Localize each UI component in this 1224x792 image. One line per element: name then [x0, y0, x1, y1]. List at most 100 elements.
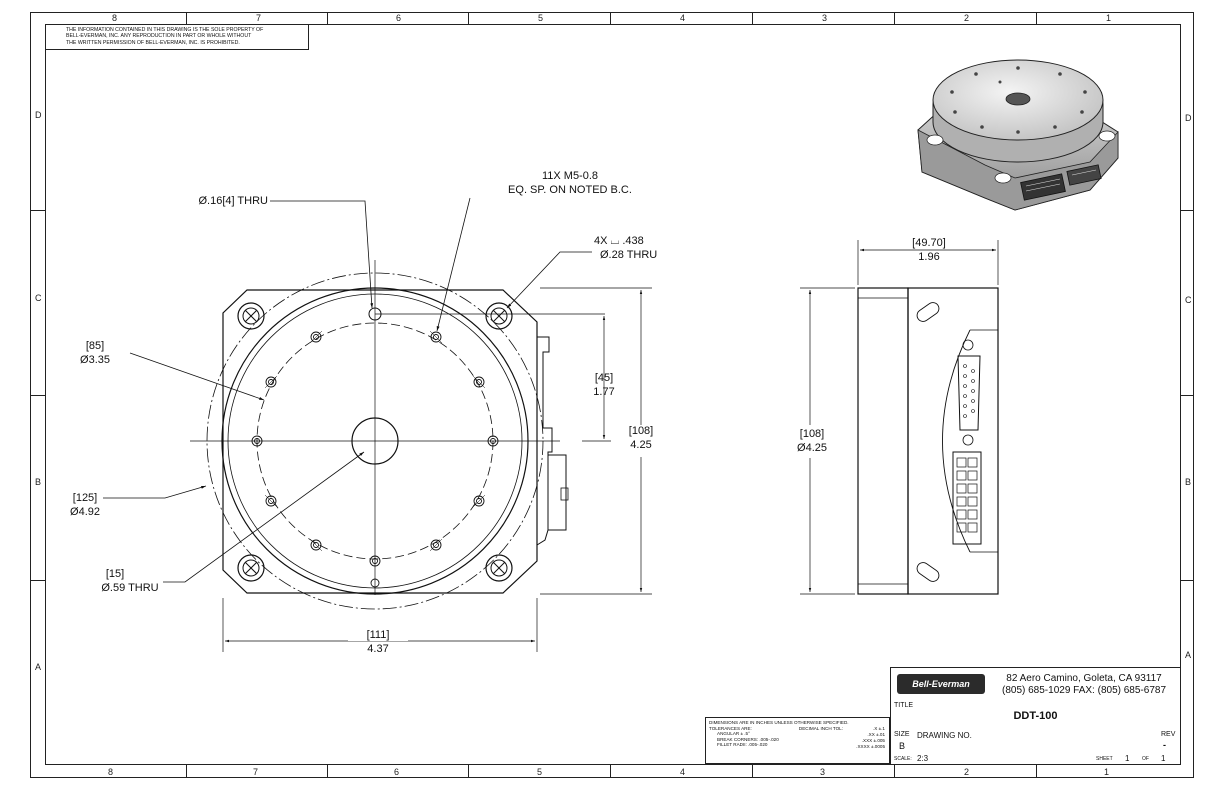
zone-tick	[186, 12, 187, 24]
drawing-number-label: DRAWING NO.	[917, 731, 972, 740]
zone-bottom-5: 5	[537, 767, 543, 777]
pin-hole-callout: Ø.16[4] THRU	[198, 195, 269, 207]
sheet-inner-border	[45, 24, 1181, 765]
tolerance-units-note: DIMENSIONS ARE IN INCHES UNLESS OTHERWIS…	[709, 720, 849, 725]
thread-callout-spacing: EQ. SP. ON NOTED B.C.	[508, 184, 632, 196]
side-view	[800, 240, 999, 595]
size-value: B	[899, 741, 906, 751]
leader-outer-diameter	[103, 485, 207, 499]
depth-metric: [49.70]	[912, 237, 946, 249]
tolerance-fillet-radii: FILLET RADII: .005-.020	[717, 742, 768, 748]
phone-line: (805) 685-1029 FAX: (805) 685-6787	[1002, 685, 1166, 696]
counterbore-thru-callout: Ø.28 THRU	[600, 249, 658, 261]
zone-top-2: 2	[964, 13, 970, 23]
zone-right-c: C	[1185, 295, 1192, 305]
company-logo: Bell-Everman	[897, 674, 985, 694]
molex-connector	[952, 451, 982, 545]
connector-tab	[560, 487, 569, 501]
width-inch: 4.37	[367, 643, 389, 655]
zone-tick	[610, 12, 611, 24]
zone-tick	[1181, 395, 1194, 396]
scale-label: SCALE:	[894, 756, 912, 762]
sheet-label: SHEET	[1096, 756, 1113, 762]
zone-tick	[894, 12, 895, 24]
zone-tick	[30, 395, 45, 396]
offset-inch: 1.77	[593, 386, 615, 398]
base-plate-outline	[222, 289, 538, 594]
side-table-body	[857, 287, 909, 595]
width-metric: [111]	[348, 629, 408, 641]
zone-bottom-7: 7	[253, 767, 259, 777]
bolt-circle-metric: [85]	[85, 340, 105, 352]
zone-tick	[327, 765, 328, 778]
offset-metric: [45]	[594, 372, 614, 384]
notice-line-3: THE WRITTEN PERMISSION OF BELL-EVERMAN, …	[66, 39, 240, 46]
of-value: 1	[1161, 754, 1166, 763]
zone-bottom-6: 6	[394, 767, 400, 777]
tolerance-block: DIMENSIONS ARE IN INCHES UNLESS OTHERWIS…	[705, 717, 890, 764]
tolerance-x: .X ±.1	[873, 726, 885, 731]
tolerance-xxx: .XXX ±.005	[861, 738, 885, 743]
zone-left-d: D	[35, 110, 42, 120]
zone-top-6: 6	[396, 13, 402, 23]
isometric-view	[917, 59, 1119, 211]
notice-line-1: THE INFORMATION CONTAINED IN THIS DRAWIN…	[66, 27, 264, 33]
zone-right-a: A	[1185, 650, 1192, 660]
zone-tick	[30, 580, 45, 581]
sheet-value: 1	[1125, 754, 1130, 763]
side-height-inch: Ø4.25	[782, 442, 842, 454]
zone-bottom-8: 8	[108, 767, 114, 777]
tolerance-xx: .XX ±.01	[867, 732, 885, 737]
zone-top-8: 8	[112, 13, 118, 23]
tolerance-decimal-header: DECIMAL INCH TOL:	[798, 726, 843, 731]
company-address: 82 Aero Camino, Goleta, CA 93117 (805) 6…	[989, 673, 1179, 697]
zone-tick	[30, 210, 45, 211]
zone-bottom-1: 1	[1104, 767, 1110, 777]
zone-tick	[1181, 210, 1194, 211]
zone-tick	[610, 765, 611, 778]
of-label: OF	[1142, 756, 1149, 762]
tolerance-header: TOLERANCES ARE:	[709, 725, 752, 731]
height-inch: 4.25	[611, 439, 671, 451]
outer-diameter-metric: [125]	[72, 492, 98, 504]
dsub-connector	[957, 355, 981, 431]
counterbore-callout: 4X ⌴ .438	[594, 235, 644, 247]
zone-top-1: 1	[1106, 13, 1112, 23]
zone-tick	[1036, 12, 1037, 24]
leader-pin-hole	[270, 200, 374, 309]
address-line: 82 Aero Camino, Goleta, CA 93117	[1006, 673, 1162, 684]
title-label: TITLE	[894, 702, 914, 709]
bolt-circle-inch: Ø3.35	[80, 354, 110, 366]
leader-counterbore	[506, 251, 592, 309]
drawing-title: DDT-100	[1013, 710, 1058, 722]
zone-tick	[186, 765, 187, 778]
zone-tick	[468, 765, 469, 778]
corner-counterbores	[237, 302, 513, 582]
tolerance-break-corners: BREAK CORNERS: .005-.020	[717, 736, 779, 742]
zone-top-7: 7	[256, 13, 262, 23]
tolerance-angular: ANGULAR ± .5°	[717, 731, 750, 737]
zone-top-5: 5	[538, 13, 544, 23]
zone-left-c: C	[35, 293, 42, 303]
zone-tick	[752, 765, 753, 778]
title-block: Bell-Everman 82 Aero Camino, Goleta, CA …	[890, 667, 1181, 765]
connector-body	[547, 454, 567, 531]
zone-top-4: 4	[680, 13, 686, 23]
revision-label: REV	[1161, 731, 1176, 738]
zone-bottom-2: 2	[964, 767, 970, 777]
zone-tick	[327, 12, 328, 24]
side-height-metric: [108]	[782, 428, 842, 440]
threaded-holes	[251, 330, 499, 567]
depth-inch: 1.96	[918, 251, 940, 263]
tolerance-xxxx: .XXXX ±.0005	[856, 744, 885, 749]
proprietary-notice: THE INFORMATION CONTAINED IN THIS DRAWIN…	[45, 24, 309, 50]
leader-center-bore	[163, 451, 365, 583]
revision-value: -	[1163, 740, 1166, 750]
front-view	[103, 197, 652, 652]
zone-tick	[894, 765, 895, 778]
zone-left-b: B	[35, 477, 42, 487]
center-bore-metric: [15]	[105, 568, 125, 580]
size-label: SIZE	[894, 731, 910, 738]
